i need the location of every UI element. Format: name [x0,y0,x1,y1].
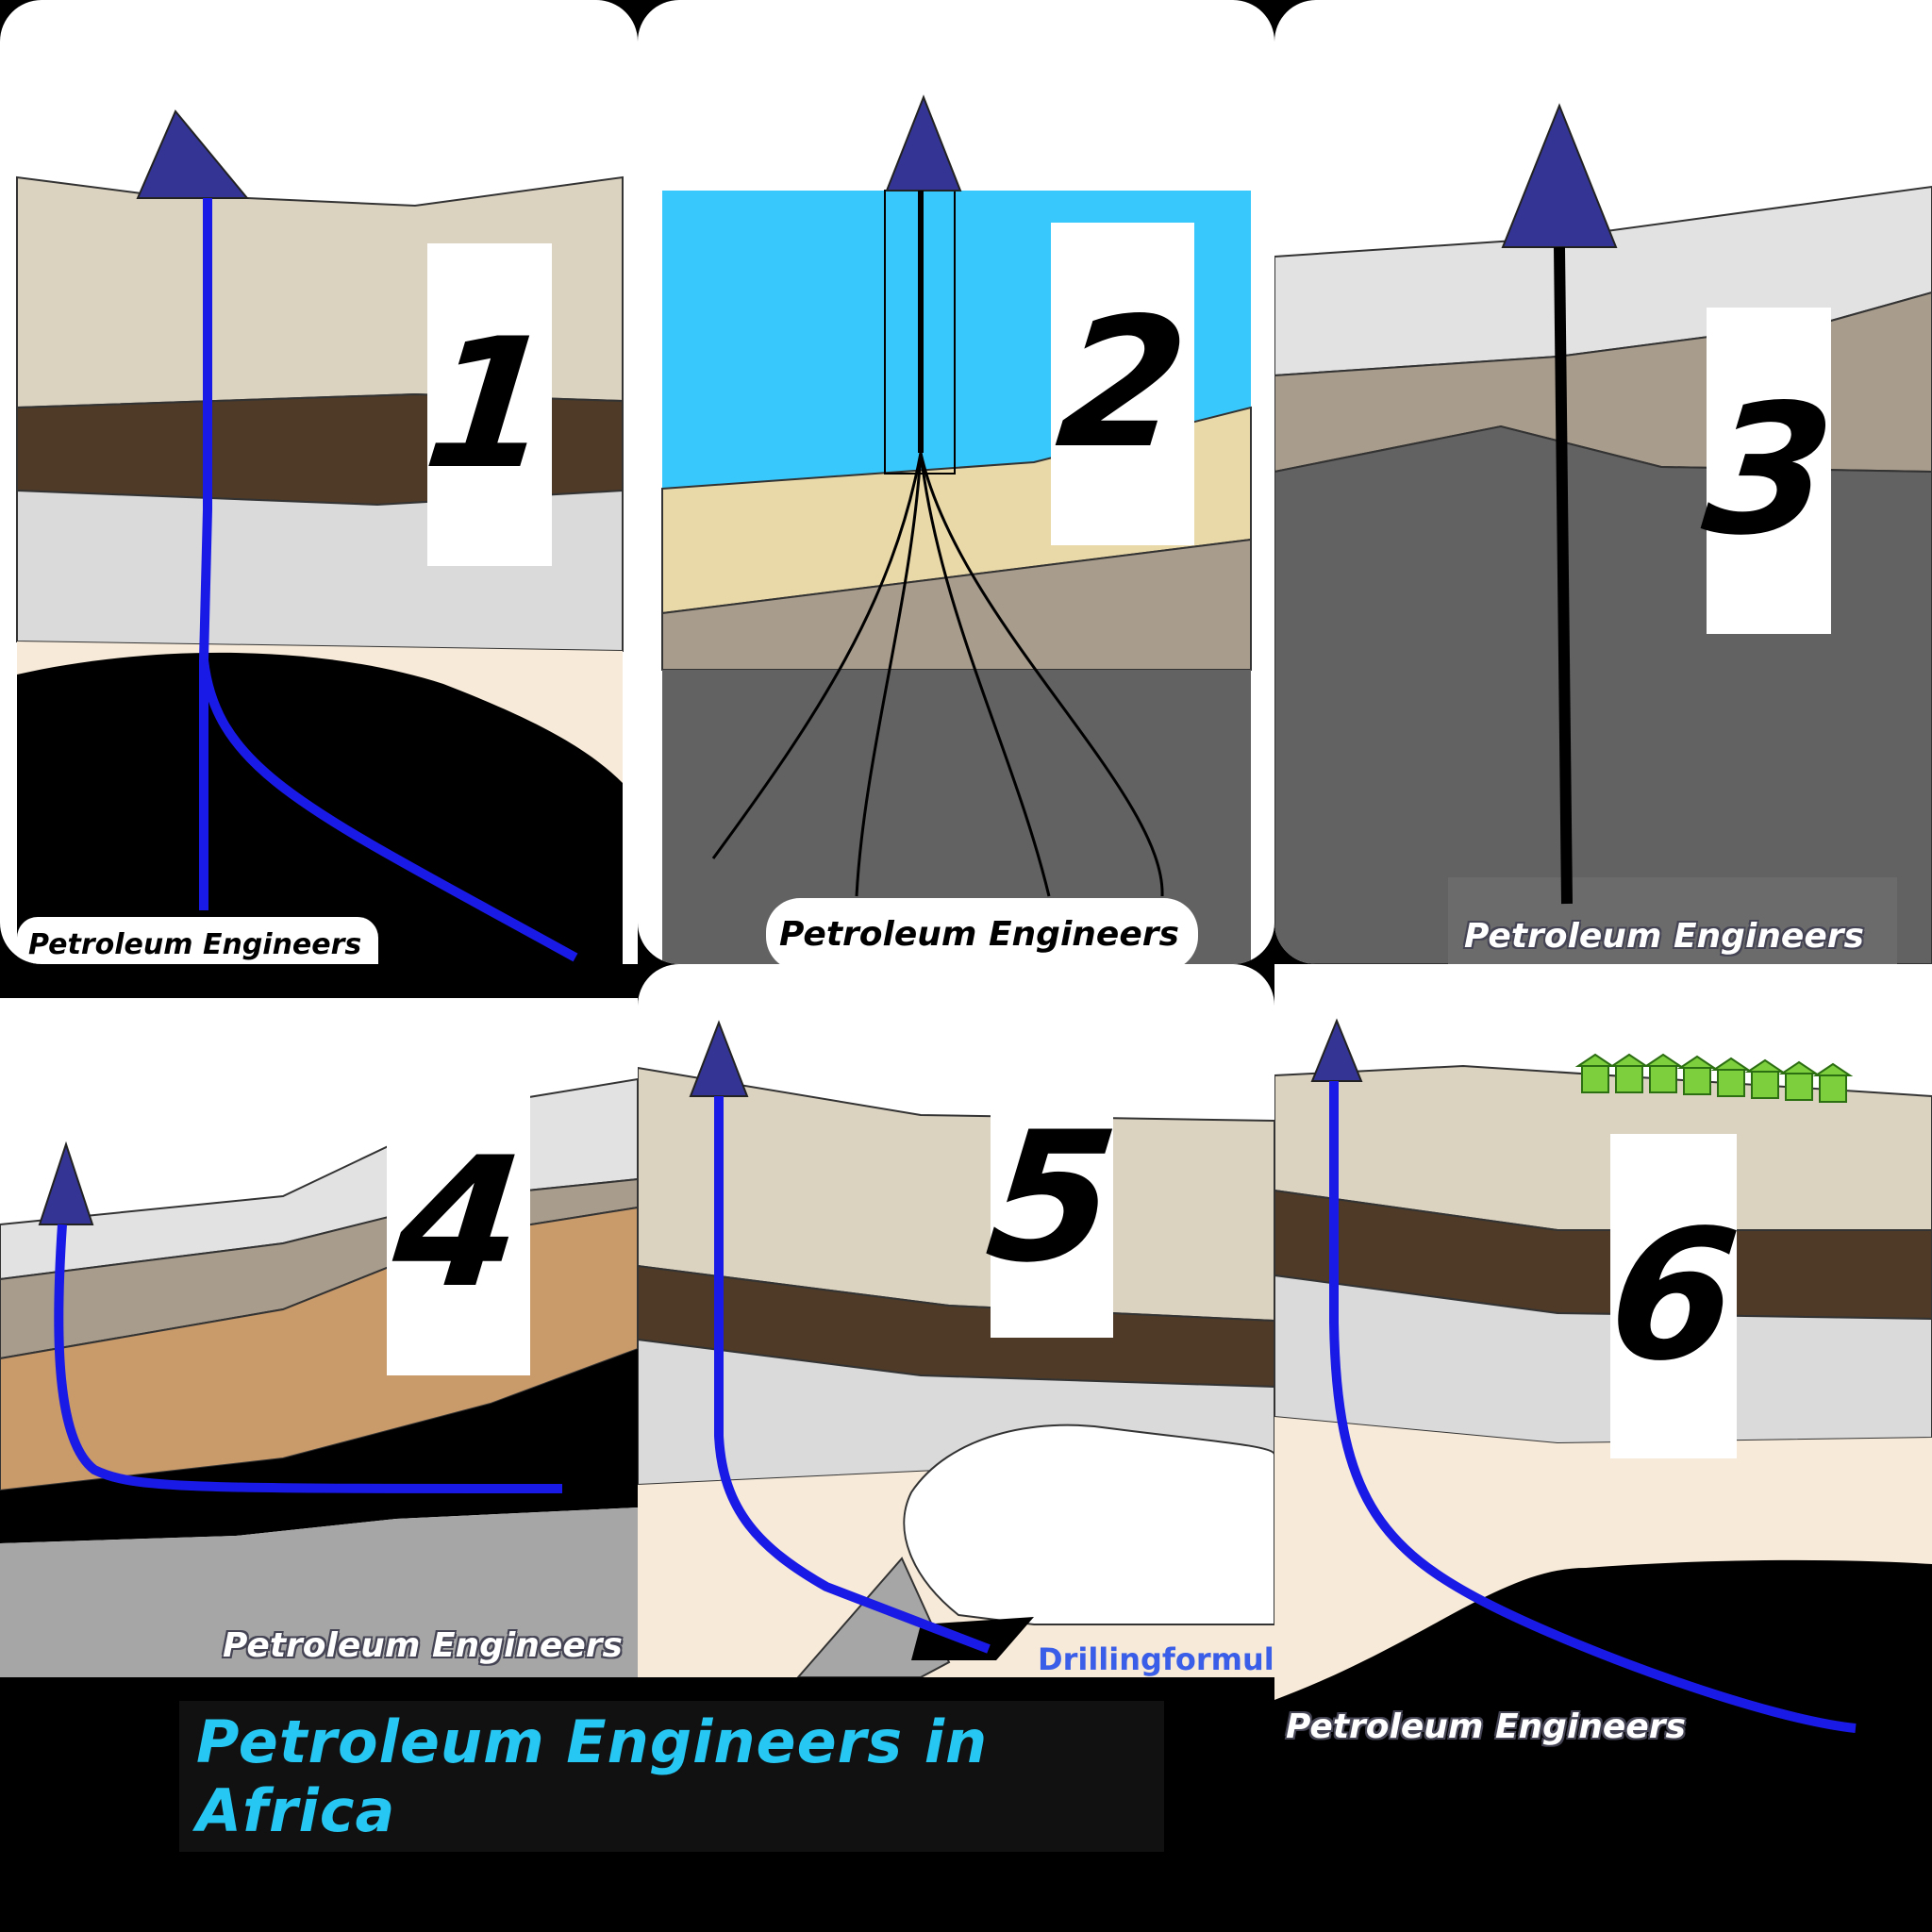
oil-reservoir [0,1349,638,1543]
panel-number-box: 5 [978,1058,1125,1338]
granite-basement [0,1507,638,1677]
village-houses [1574,1053,1854,1103]
rig-triangle-icon [885,94,962,192]
panel-number: 6 [1600,1191,1747,1400]
panel-watermark: Petroleum Engineers [17,917,379,964]
horizontal-well-path [54,1224,563,1493]
salt-dome [903,1424,1274,1625]
extended-reach-well-path [1329,1081,1857,1733]
panel-number: 1 [416,300,563,508]
title-banner: Petroleum Engineers in Africa [179,1701,1164,1852]
sand-layer [638,1066,1274,1323]
panel-number: 2 [1049,279,1196,488]
lateral-well-path [199,659,578,962]
panel-3: 3 Petroleum Engineers [1274,0,1932,964]
panel-5: 5 Drillingformula [638,964,1274,1677]
panel-number: 4 [385,1119,532,1327]
shale-layer [638,1264,1274,1389]
panel-3-cross-section [1274,103,1932,964]
multilateral-branch-2 [855,452,923,897]
directional-well-path [714,1096,991,1654]
banner-title: Petroleum Engineers in Africa [196,1707,989,1845]
house-icon [1574,1053,1616,1093]
panel-2: 2 Petroleum Engineers [638,0,1274,964]
sand-layer [1274,1064,1932,1231]
panel-number-box: 1 [416,243,563,566]
limestone-layer [1274,1274,1932,1445]
house-icon [1608,1053,1650,1093]
panel-5-cross-section [638,1020,1274,1677]
panel-watermark: Petroleum Engineers [1464,917,1864,956]
multilateral-branch-1 [711,452,923,859]
vertical-well-path [199,198,212,910]
panel-6: 6 Petroleum Engineers [1274,964,1932,1932]
oil-reservoir [1274,1559,1932,1700]
house-icon [1778,1060,1820,1101]
panel-4-cross-section [0,1077,638,1677]
rig-triangle-icon [38,1141,94,1225]
house-icon [1812,1062,1854,1103]
panel-watermark: Petroleum Engineers [766,898,1198,964]
multilateral-branch-4 [919,452,1164,897]
panel-number: 3 [1695,366,1842,575]
panel-watermark: Petroleum Engineers [223,1626,623,1665]
panel-number-box: 3 [1695,308,1842,634]
shale-layer [1274,1189,1932,1321]
panel-number-box: 6 [1600,1134,1747,1458]
house-icon [1744,1058,1786,1099]
panel-number-box: 4 [385,1072,532,1375]
panel-1: 1 Petroleum Engineers [0,0,638,964]
rig-triangle-icon [136,109,250,199]
vertical-wellbore [1554,246,1573,905]
rig-triangle-icon [1501,103,1618,248]
panel-watermark: Petroleum Engineers [1286,1707,1686,1746]
house-icon [1710,1057,1752,1097]
panel-6-cross-section [1274,964,1932,1932]
house-icon [1642,1053,1684,1093]
panel-number: 5 [978,1093,1125,1302]
panel-4: 4 Petroleum Engineers [0,998,638,1677]
black-margin [1274,1700,1932,1932]
panel-watermark: Drillingformula [1038,1641,1274,1677]
house-icon [1676,1055,1718,1095]
panel-1-cross-section [16,109,624,964]
multilateral-branch-3 [919,452,1051,897]
rig-triangle-icon [689,1020,749,1097]
panel-number-box: 2 [1049,223,1196,545]
watermark-backdrop [1448,877,1897,964]
